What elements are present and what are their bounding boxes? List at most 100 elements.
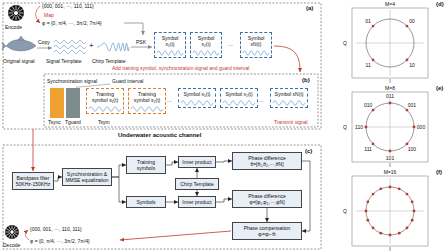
text-label: M=8 [385, 85, 395, 91]
text-label: I [389, 162, 390, 168]
text-label: I [389, 78, 390, 84]
icon-ray [17, 15, 19, 19]
flow-connector [112, 177, 126, 202]
box-text: Inner product [181, 159, 213, 165]
icon-ray [9, 234, 11, 238]
constellation-point [389, 234, 392, 237]
constellation-point [406, 193, 409, 196]
text-label: PSK [136, 39, 146, 45]
constellation-point [372, 25, 375, 28]
text-label: Copy [38, 39, 50, 45]
symbol-wave [223, 101, 255, 105]
text-label: (b) [302, 77, 310, 84]
flow-arrow [124, 23, 143, 35]
signal-template-wave [54, 50, 86, 53]
text-label: Tsym [98, 119, 110, 125]
leader-line [76, 84, 110, 87]
process-box: Phase differenceθ=[θ₁,θ₂,···,θN] [232, 152, 302, 170]
text-label: Q [343, 124, 347, 130]
box-text: Training symbols [129, 159, 163, 171]
box-text: φᵢ=φᵢ−θᵢ [235, 231, 299, 237]
flow-arrow [131, 47, 152, 48]
constellation-point [411, 219, 414, 222]
process-box: Phase differenceφ=[φ₁,φ₂,···,φN] [232, 190, 302, 208]
icon-disc [8, 5, 24, 21]
plot-frame [352, 176, 428, 246]
flow-connector [112, 165, 126, 177]
text-label: Transmit signal [274, 119, 308, 125]
constellation-point [379, 232, 382, 235]
symbol-box: Symbol x₂(t) [220, 88, 258, 108]
flow-arrow [274, 46, 300, 72]
signal-template-wave [54, 45, 86, 48]
process-box: Phase compensationφᵢ=φᵢ−θᵢ [232, 222, 302, 240]
flow-arrow [120, 231, 231, 240]
constellation-point [389, 186, 392, 189]
constellation-point [365, 126, 368, 129]
flow-arrow [37, 48, 52, 49]
box-text: Symbol x₂(t) [193, 35, 219, 47]
text-label: Underwater acoustic channel [118, 132, 201, 139]
panel-frame [3, 145, 321, 249]
symbol-box: Symbol xN(t) [240, 32, 272, 58]
process-box: Synchronization & MMSE equalization [62, 168, 112, 186]
symbol-box: Training symbol s₂(t) [128, 88, 166, 114]
symbol-wave [193, 51, 219, 55]
box-text: θ=[θ₁,θ₂,···,θN] [235, 161, 299, 167]
text-label: ··· [167, 98, 172, 104]
icon-center [10, 230, 14, 234]
text-label: Add training symbol, synchronization sig… [112, 65, 249, 71]
symbol-box: Symbol x₂(t) [190, 32, 222, 58]
constellation-point [406, 227, 409, 230]
icon-disc [5, 225, 19, 239]
guard-bar [66, 88, 80, 118]
process-box: Training symbols [126, 156, 166, 174]
panel-frame [44, 74, 318, 127]
text-label: Original signal [3, 58, 35, 64]
constellation-point [406, 25, 409, 28]
box-text: Training symbol s₂(t) [131, 91, 163, 103]
text-label: M=16 [384, 169, 397, 175]
constellation-point [413, 126, 416, 129]
box-text: Synchronization & MMSE equalization [65, 171, 109, 183]
box-text: Training symbol s₁(t) [89, 91, 121, 103]
text-label: I [389, 246, 390, 252]
icon-ray [14, 229, 18, 231]
icon-ray [14, 233, 18, 235]
constellation-point [365, 210, 368, 213]
map-arrow [25, 230, 29, 240]
box-text: Phase compensation [235, 225, 299, 231]
constellation-point [389, 150, 392, 153]
constellation-point [406, 109, 409, 112]
icon-ray [19, 13, 24, 14]
flow-connector [216, 161, 232, 162]
plot-frame [352, 92, 428, 162]
symbol-wave [89, 107, 121, 111]
icon-ray [9, 14, 13, 16]
plot-frame [352, 8, 428, 78]
icon-ray [18, 14, 22, 16]
text-label: 011 [386, 93, 395, 99]
flow-connector [302, 161, 310, 231]
unit-circle [366, 187, 414, 235]
box-text: Symbol x₁(t) [157, 35, 183, 47]
panel-frame [3, 3, 321, 129]
process-box: Chirp Template [175, 178, 219, 190]
constellation-point [372, 109, 375, 112]
icon-ray [13, 226, 15, 230]
constellation-point [372, 193, 375, 196]
text-label: 111 [364, 146, 373, 152]
box-text: Symbol xN(t) [273, 91, 305, 97]
icon-ray [12, 234, 13, 238]
box-text: Chirp Template [178, 181, 216, 187]
icon-ray [6, 229, 10, 231]
constellation-point [366, 219, 369, 222]
flow-connector [54, 177, 62, 181]
text-label: Q [343, 40, 347, 46]
text-label: Synchronization signal [47, 78, 97, 84]
text-label: (c) [305, 148, 312, 155]
box-text: Symbol x₂(t) [223, 91, 255, 97]
